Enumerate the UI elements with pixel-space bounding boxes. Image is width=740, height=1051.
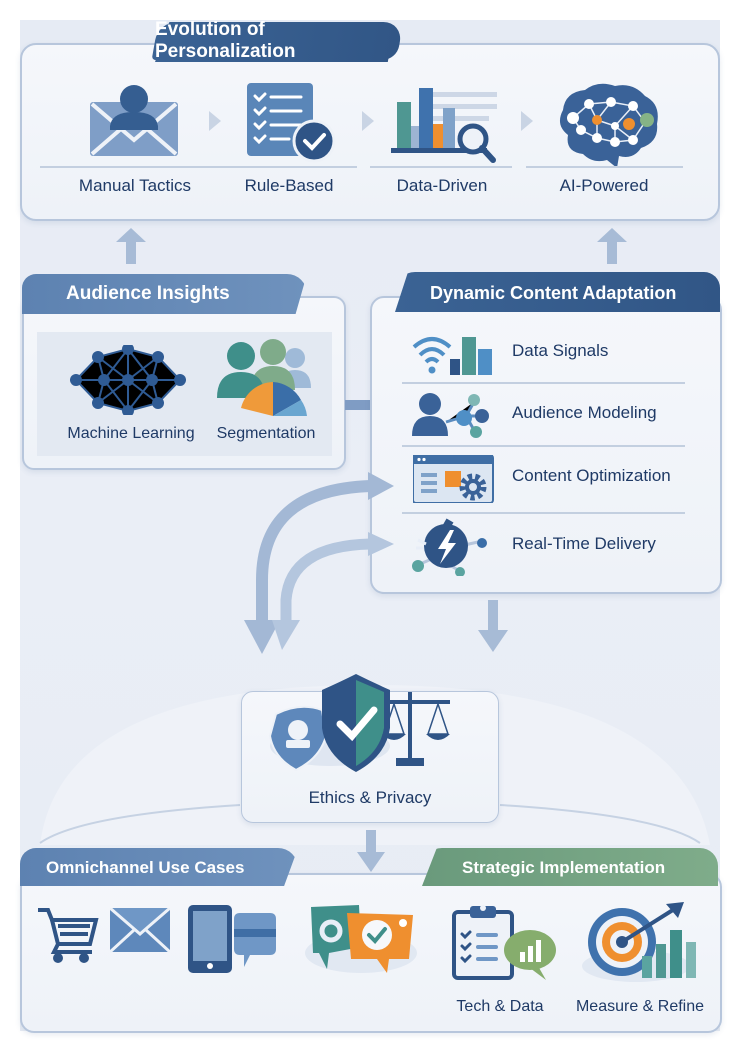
arrow-up-icon bbox=[597, 228, 627, 264]
ml-label: Machine Learning bbox=[67, 425, 195, 442]
person-network-icon bbox=[412, 392, 498, 438]
arrow-down-icon bbox=[478, 600, 508, 652]
stage-label: Data-Driven bbox=[396, 176, 488, 195]
omnichannel-title: Omnichannel Use Cases bbox=[46, 858, 245, 877]
stage-divider bbox=[370, 166, 512, 168]
checklist-icon bbox=[247, 83, 337, 163]
neural-network-icon bbox=[70, 345, 186, 415]
envelope-icon bbox=[110, 908, 170, 954]
stage-label: AI-Powered bbox=[559, 176, 649, 195]
stage-divider bbox=[40, 166, 230, 168]
chevron-right-icon bbox=[209, 111, 221, 131]
stage-label: Manual Tactics bbox=[78, 176, 192, 195]
envelope-person-icon bbox=[88, 82, 180, 157]
dynamic-content-title: Dynamic Content Adaptation bbox=[430, 283, 677, 303]
clipboard-chart-icon bbox=[450, 904, 560, 984]
curved-arrows-icon bbox=[240, 470, 400, 660]
ethics-label: Ethics & Privacy bbox=[308, 788, 432, 807]
shopping-cart-icon bbox=[36, 906, 100, 964]
row-divider bbox=[402, 382, 685, 384]
wifi-bars-icon bbox=[412, 333, 500, 375]
strategic-tab bbox=[422, 848, 718, 886]
dynamic-item-label: Content Optimization bbox=[512, 466, 671, 485]
strategic-title: Strategic Implementation bbox=[462, 858, 666, 877]
browser-gear-icon bbox=[413, 455, 495, 503]
stage-divider bbox=[526, 166, 683, 168]
people-pie-icon bbox=[215, 338, 319, 418]
audience-insights-title: Audience Insights bbox=[66, 283, 230, 304]
arrow-down-icon bbox=[357, 830, 385, 872]
chat-bubbles-icon bbox=[305, 903, 417, 975]
mobile-chat-icon bbox=[188, 905, 278, 975]
chevron-right-icon bbox=[521, 111, 533, 131]
dynamic-content-tab bbox=[395, 272, 720, 312]
lightning-hub-icon bbox=[412, 518, 496, 576]
row-divider bbox=[402, 512, 685, 514]
stage-label: Rule-Based bbox=[244, 176, 334, 195]
shield-scales-icon bbox=[260, 672, 460, 772]
page-title: Evolution of Personalization bbox=[155, 19, 296, 62]
segmentation-label: Segmentation bbox=[216, 425, 316, 442]
dynamic-item-label: Real-Time Delivery bbox=[512, 534, 656, 553]
arrow-up-icon bbox=[116, 228, 146, 264]
audience-insights-tab bbox=[22, 274, 307, 314]
dynamic-item-label: Data Signals bbox=[512, 341, 609, 360]
target-growth-icon bbox=[582, 900, 702, 984]
bar-chart-magnifier-icon bbox=[389, 86, 505, 164]
brain-network-icon bbox=[553, 80, 663, 170]
tech-data-label: Tech & Data bbox=[456, 998, 544, 1015]
stage-divider bbox=[222, 166, 357, 168]
row-divider bbox=[402, 445, 685, 447]
measure-refine-label: Measure & Refine bbox=[575, 998, 705, 1015]
dynamic-item-label: Audience Modeling bbox=[512, 403, 657, 422]
chevron-right-icon bbox=[362, 111, 374, 131]
omnichannel-tab bbox=[20, 848, 298, 886]
